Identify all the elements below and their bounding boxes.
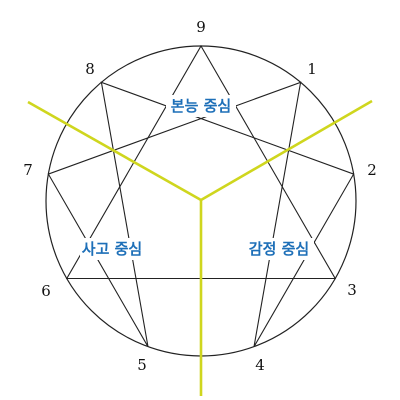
divider-upper-right: [200, 99, 373, 202]
center-dividers: [27, 99, 373, 396]
instinct-label-bg: [166, 95, 236, 117]
inner-hexad: [47, 81, 355, 347]
point-label-6: 6: [41, 282, 51, 300]
point-label-1: 1: [307, 60, 317, 78]
feeling-label-bg: [244, 238, 314, 260]
point-label-4: 4: [255, 356, 265, 374]
point-label-3: 3: [347, 281, 357, 299]
point-label-8: 8: [85, 60, 95, 78]
instinct-center-label: 본능 중심: [171, 97, 231, 115]
center-label-backgrounds: [80, 95, 314, 260]
point-label-2: 2: [367, 161, 377, 179]
divider-upper-left: [27, 100, 202, 202]
point-label-9: 9: [196, 18, 206, 36]
thinking-center-label: 사고 중심: [82, 240, 142, 258]
point-label-5: 5: [137, 356, 147, 374]
point-label-7: 7: [23, 161, 33, 179]
thinking-label-bg: [80, 238, 144, 260]
feeling-center-label: 감정 중심: [249, 240, 309, 258]
